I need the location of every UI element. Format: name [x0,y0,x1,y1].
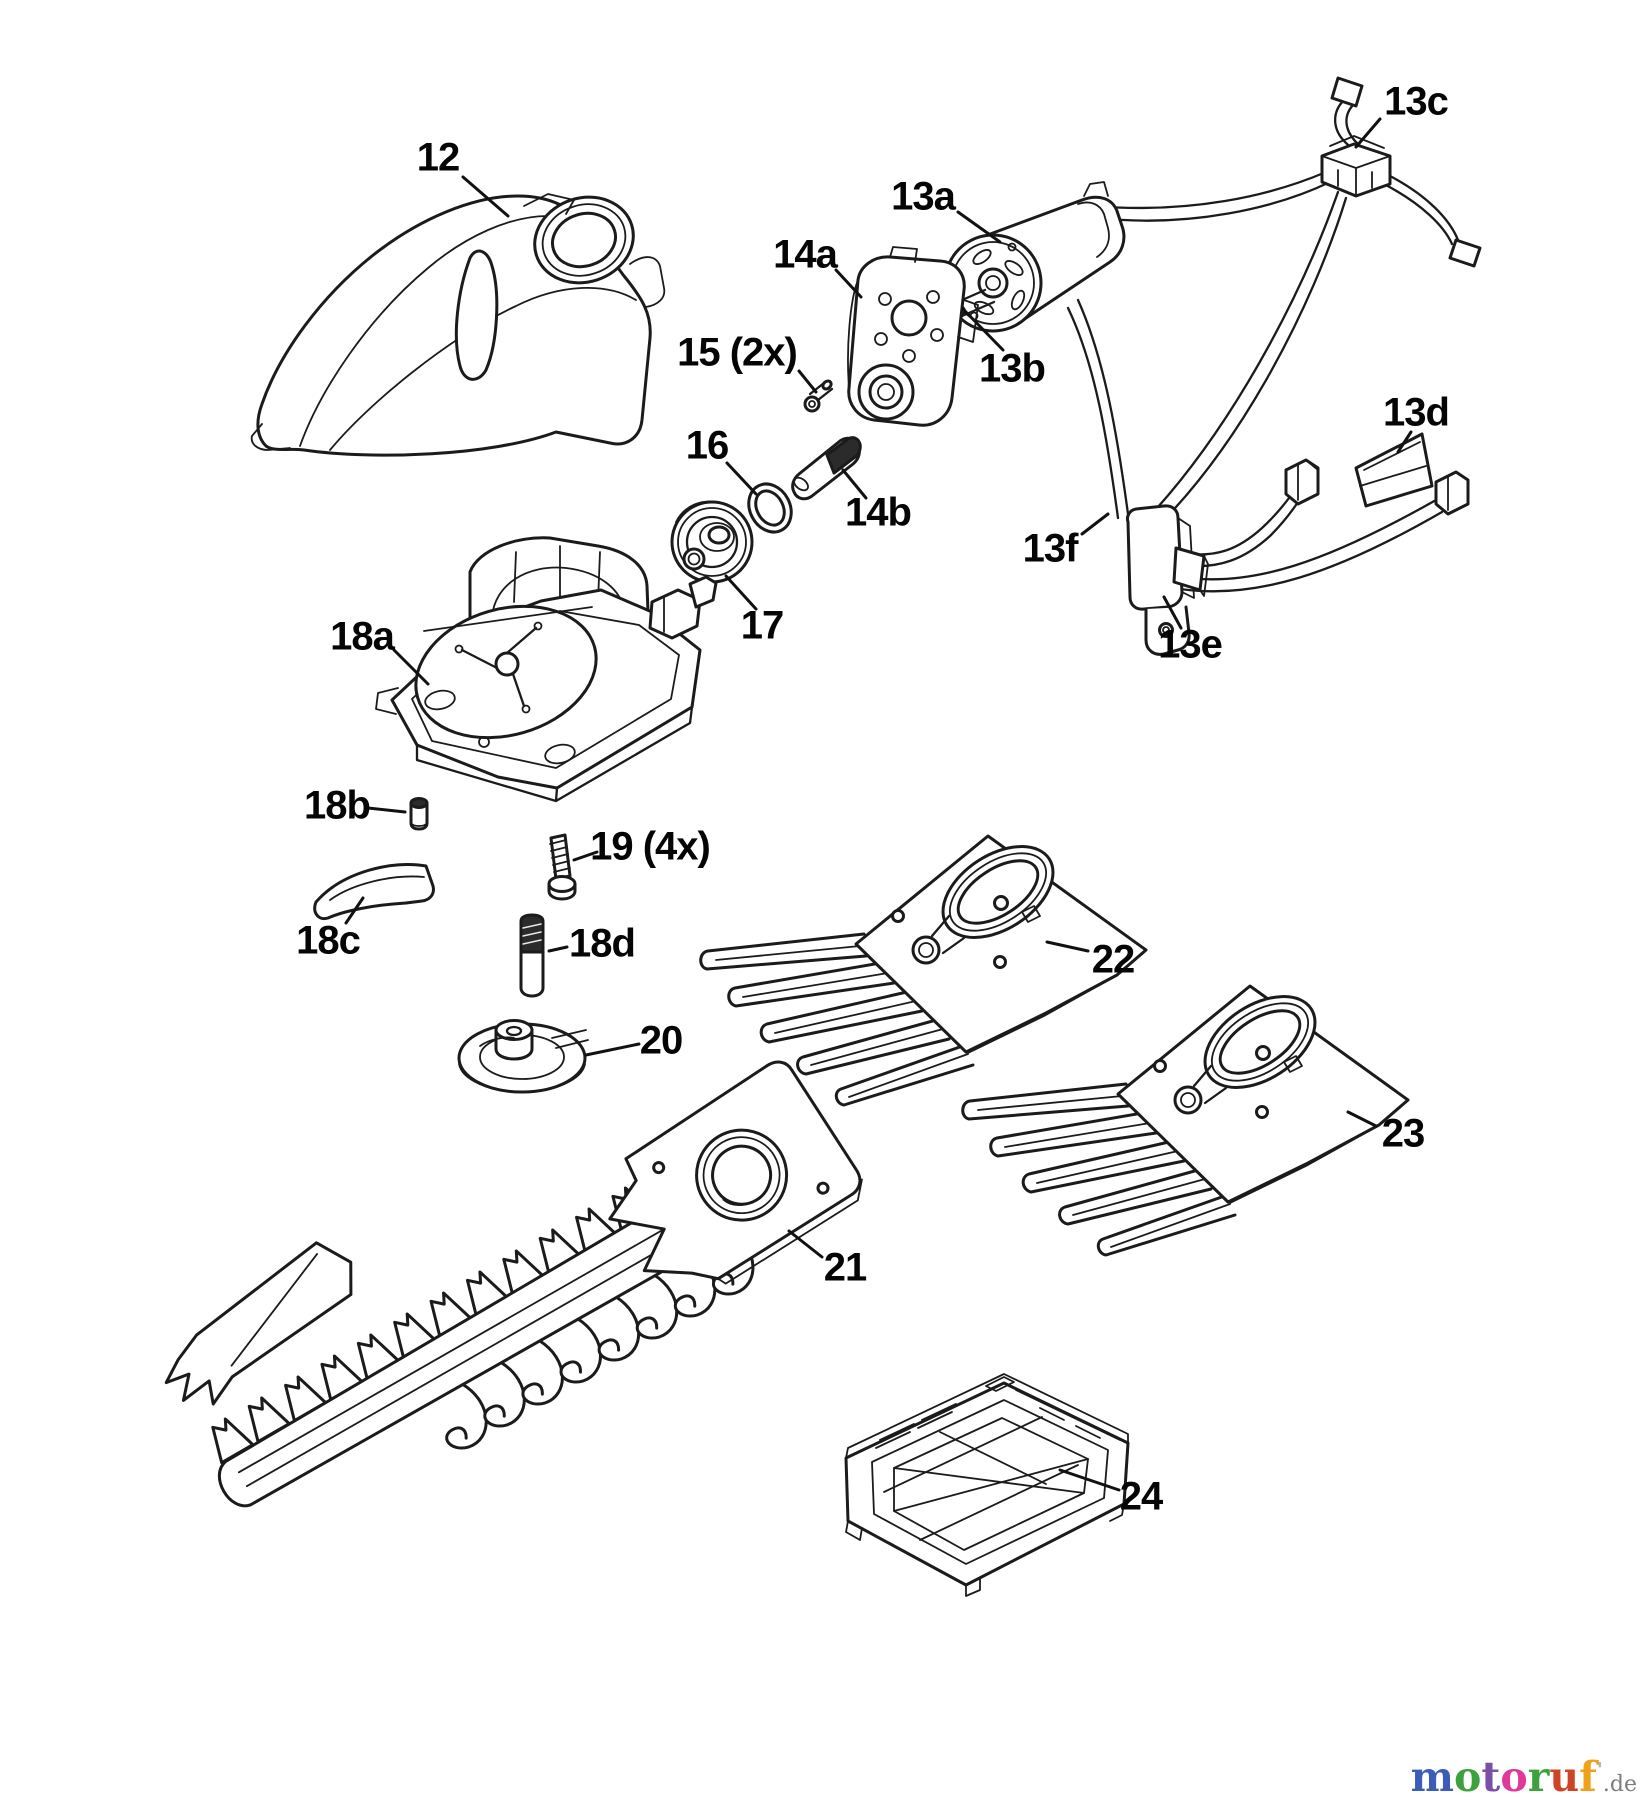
leader-line-18d [547,945,569,953]
leader-line-21 [787,1229,824,1259]
leader-line-16 [725,461,758,496]
part-18a-gear-housing-base [375,536,718,803]
part-24-blade-cover-plate [844,1373,1130,1597]
watermark-letter-4: r [1527,1753,1550,1800]
part-label-13e: 13e [1158,622,1223,667]
part-13e-switch [1126,504,1209,656]
leader-line-22 [1045,940,1090,953]
part-15-screw [803,379,834,413]
part-label-13d: 13d [1383,390,1450,435]
part-16-o-ring [747,482,793,534]
leader-line-18b [366,806,407,814]
part-label-14b: 14b [845,490,912,535]
leader-line-13c [1354,117,1382,149]
part-18c-curved-spacer [313,863,435,921]
leader-line-18a [392,648,430,686]
part-label-22: 22 [1091,937,1135,982]
part-label-19: 19 (4x) [590,824,711,869]
leader-line-15 [797,369,818,394]
part-label-23: 23 [1381,1111,1425,1156]
leader-line-13f [1080,512,1110,536]
watermark-tick: ' [1596,1757,1603,1782]
part-21-hedge-trimmer-blade [164,1060,863,1508]
part-label-15: 15 (2x) [677,330,798,375]
leader-line-19 [572,850,599,862]
part-12-upper-housing-cover [250,193,666,457]
leader-line-24 [1058,1468,1121,1492]
leader-line-14b [841,468,868,500]
leader-line-23 [1346,1110,1378,1128]
part-18d-stud-pin [519,913,545,998]
watermark-letter-2: t [1481,1753,1501,1800]
watermark-word: motoruf [1411,1753,1597,1800]
leader-line-17 [724,574,758,611]
part-label-21: 21 [823,1245,867,1290]
part-label-16: 16 [685,423,729,468]
part-label-13f: 13f [1022,526,1079,571]
part-17-bearing-bushing [670,500,754,584]
part-19-screw [547,833,577,901]
watermark-logo: motoruf'.de [1411,1757,1637,1798]
part-20-eccentric-drive-disc [457,1019,589,1094]
part-14b-drive-pin [791,436,862,501]
part-label-18a: 18a [330,614,395,659]
part-label-13c: 13c [1384,79,1449,124]
part-label-18b: 18b [304,783,371,828]
part-label-20: 20 [639,1018,683,1063]
part-label-13b: 13b [979,346,1046,391]
leader-line-18c [344,896,365,925]
part-14a-bearing-plate [847,246,979,427]
watermark-suffix: .de [1602,1772,1637,1797]
part-label-18c: 18c [296,918,361,963]
part-18b-locking-pin [409,797,429,831]
watermark-letter-3: o [1500,1753,1528,1800]
part-13d-contact-plate [1284,432,1470,516]
part-label-24: 24 [1119,1474,1163,1519]
part-label-18d: 18d [569,921,636,966]
leader-line-14a [834,268,863,299]
part-label-14a: 14a [773,232,838,277]
leader-line-20 [584,1042,641,1057]
part-13a-electric-motor [943,181,1126,333]
part-label-12: 12 [416,135,460,180]
watermark-letter-6: f [1579,1753,1597,1800]
part-label-13a: 13a [891,174,956,219]
watermark-letter-0: m [1410,1753,1455,1800]
part-13c-cable-connector [1320,76,1482,268]
leader-line-13d [1396,430,1413,454]
leader-line-13a [956,210,1002,244]
leader-lines [344,117,1413,1492]
leader-line-12 [461,175,510,218]
watermark-letter-5: u [1549,1753,1580,1800]
watermark-letter-1: o [1454,1753,1482,1800]
leader-line-13b [961,307,1005,352]
part-22-grass-shear-blade-upper [699,834,1148,1107]
part-23-grass-shear-blade-lower [961,984,1410,1257]
leader-line-13e [1162,595,1183,630]
part-label-17: 17 [740,603,784,648]
